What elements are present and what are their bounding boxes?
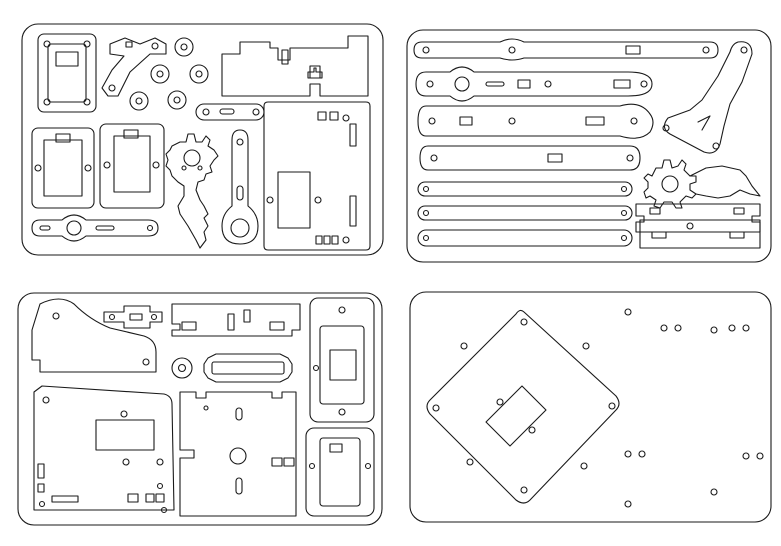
- servo-frame-large: [99, 123, 165, 209]
- mounting-holes: [624, 308, 764, 508]
- servo-cage-short: [305, 427, 375, 517]
- long-links: [413, 38, 719, 247]
- gear-claw: [165, 133, 219, 249]
- curved-arm: [662, 41, 753, 154]
- gear-claw-assembly: [643, 159, 761, 209]
- sheet-top-left: [21, 23, 384, 256]
- joint-link: [101, 37, 167, 97]
- washer-rings: [129, 37, 209, 111]
- base-housing-top: [221, 35, 369, 97]
- servo-horn-bracket: [37, 33, 97, 113]
- sheet-bottom-left: [17, 292, 383, 526]
- controller-plate: [263, 101, 371, 251]
- drive-arm: [221, 129, 259, 245]
- servo-frame-small: [31, 127, 95, 209]
- clip: [103, 305, 163, 329]
- horn-link: [31, 214, 159, 242]
- pcb-mount: [33, 385, 175, 514]
- sheet-top-right: [406, 29, 772, 263]
- diamond-base-plate: [426, 309, 620, 504]
- link-bar: [195, 103, 265, 121]
- center-plate: [179, 391, 297, 517]
- shoulder-plate: [31, 298, 157, 373]
- slotted-bar: [171, 303, 301, 337]
- spacer-ring: [171, 357, 193, 379]
- servo-cage-tall: [309, 297, 375, 423]
- support-rails: [635, 203, 761, 249]
- sheet-bottom-right: [409, 291, 772, 523]
- mount-rail: [203, 353, 293, 383]
